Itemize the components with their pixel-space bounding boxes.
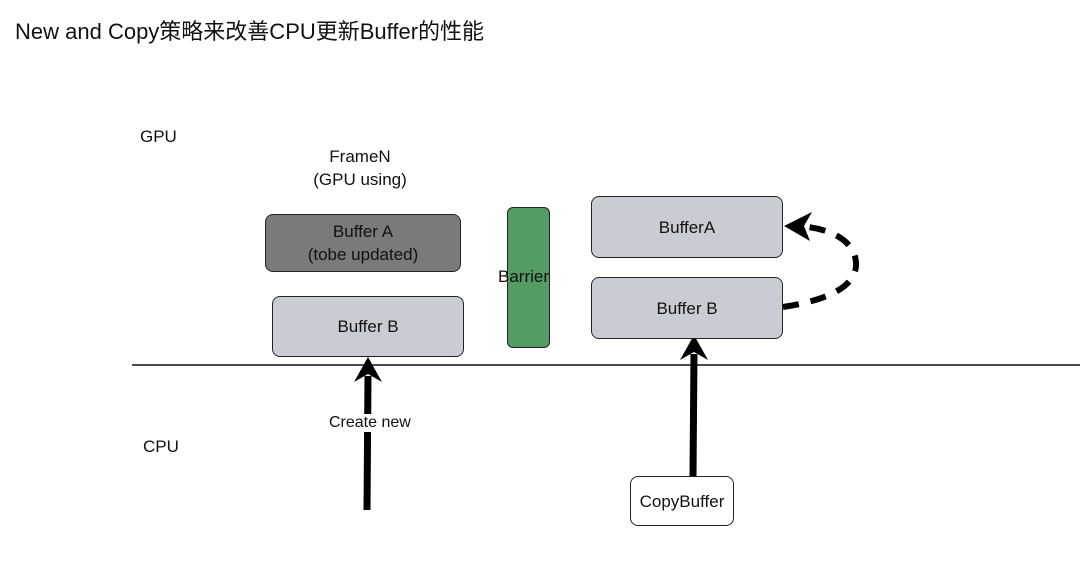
copybuffer-arrow-shaft	[689, 353, 698, 477]
frame-caption-subtitle: (GPU using)	[313, 170, 407, 189]
left-buffer-a[interactable]: Buffer A (tobe updated)	[265, 214, 461, 272]
copy-dashed-arrow	[782, 223, 860, 310]
frame-caption: FrameN (GPU using)	[290, 145, 430, 191]
right-buffer-a-label: BufferA	[658, 217, 716, 237]
left-buffer-b-label: Buffer B	[337, 317, 399, 336]
diagram-title: New and Copy策略来改善CPU更新Buffer的性能	[15, 19, 485, 44]
barrier-label: Barrier	[498, 267, 550, 286]
copybuffer-arrowhead	[680, 335, 708, 360]
create-new-arrowhead	[354, 357, 382, 382]
barrier-block[interactable]	[507, 207, 550, 348]
create-new-label: Create new	[327, 414, 413, 432]
copy-dashed-arrowhead	[784, 212, 812, 241]
create-new-arrow-shaft	[363, 375, 372, 511]
copybuffer-box[interactable]: CopyBuffer	[630, 476, 734, 526]
right-buffer-a[interactable]: BufferA	[591, 196, 783, 258]
cpu-lane-label: CPU	[143, 437, 179, 456]
copybuffer-label: CopyBuffer	[639, 491, 725, 511]
frame-caption-title: FrameN	[329, 147, 391, 166]
right-buffer-b-label: Buffer B	[656, 298, 718, 318]
gpu-lane-label: GPU	[140, 127, 177, 146]
left-buffer-a-sublabel: (tobe updated)	[307, 245, 419, 264]
right-buffer-b[interactable]: Buffer B	[591, 277, 783, 339]
left-buffer-a-label: Buffer A	[332, 222, 394, 241]
left-buffer-b[interactable]: Buffer B	[272, 296, 464, 357]
